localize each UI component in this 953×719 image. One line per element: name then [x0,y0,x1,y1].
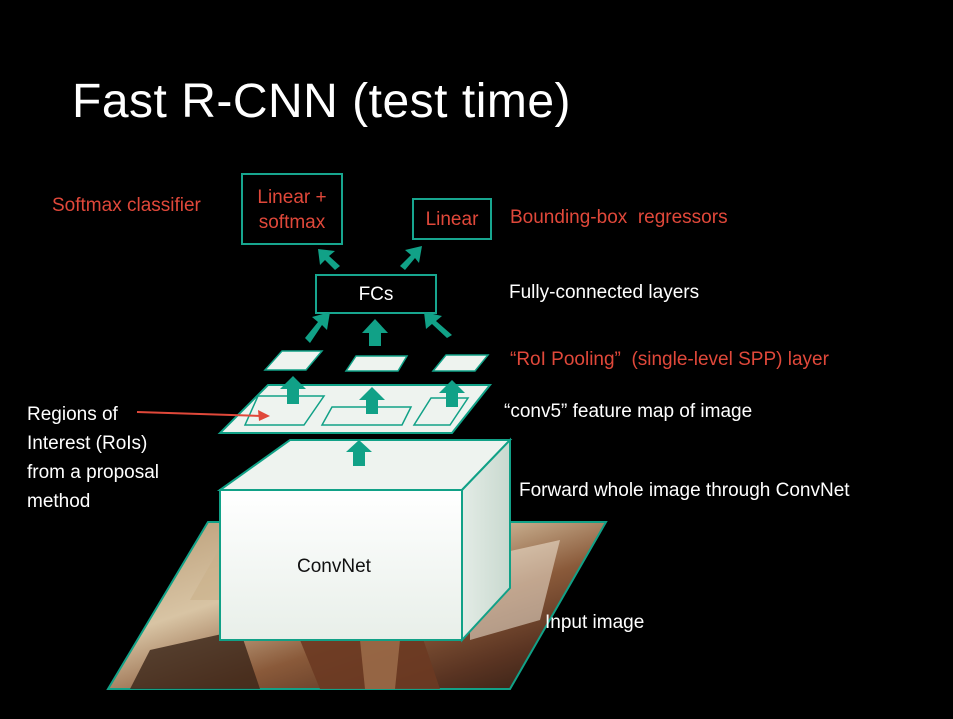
arrows [280,246,465,466]
rois-line: method [27,491,91,512]
linear-box [412,198,492,240]
linear-softmax-box [241,173,343,245]
up-arrow-icon [305,312,330,343]
rois-label: Regions of Interest (RoIs) from a propos… [27,400,159,516]
up-arrow-icon [362,319,388,346]
linear-softmax-text: Linear + softmax [242,185,342,235]
up-arrow-icon [346,440,372,466]
up-arrow-icon [318,249,340,270]
roi-pointer-arrow [136,410,270,421]
fully-connected-label: Fully-connected layers [509,282,700,303]
up-arrow-icon [439,380,465,407]
up-arrow-icon [359,387,385,414]
forward-label: Forward whole image through ConvNet [519,480,850,501]
rois-line: Interest (RoIs) [27,433,148,454]
up-arrow-icon [400,246,422,270]
bbox-regressors-label: Bounding-box regressors [510,207,728,228]
linear-text: Linear [425,209,479,230]
up-arrow-icon [280,376,306,404]
fcs-box [315,274,437,314]
input-image-label: Input image [545,612,645,633]
rois-line: Regions of [27,404,118,425]
convnet-text: ConvNet [297,556,371,577]
linear-softmax-line: softmax [258,212,326,233]
roi-pooled-features [263,350,490,372]
up-arrow-icon [424,312,452,338]
rois-line: from a proposal [27,462,160,483]
fcs-text: FCs [358,284,394,305]
convnet-box [216,437,513,643]
roi-pooling-label: “RoI Pooling” (single-level SPP) layer [510,349,829,370]
linear-softmax-line: Linear + [257,187,327,208]
slide-title: Fast R-CNN (test time) [72,75,572,128]
conv5-label: “conv5” feature map of image [504,401,753,422]
softmax-classifier-label: Softmax classifier [52,195,201,216]
